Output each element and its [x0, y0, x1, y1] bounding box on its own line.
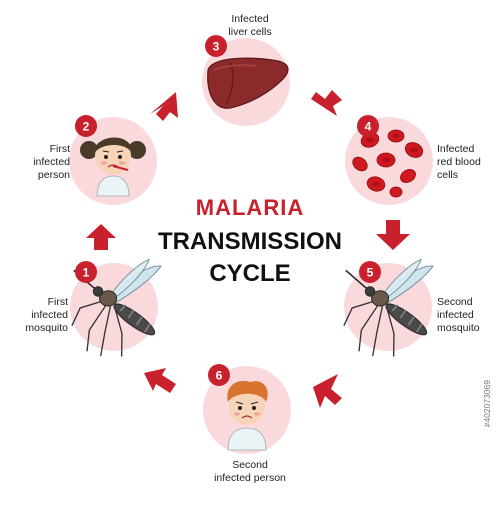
title-cycle: CYCLE	[209, 260, 291, 287]
stage-4-number: 4	[365, 120, 372, 134]
stage-4-badge: 4	[357, 115, 379, 137]
title-transmission: TRANSMISSION	[157, 228, 342, 255]
stage-6-number: 6	[216, 369, 223, 383]
stage-2-number: 2	[83, 120, 90, 134]
stage-2: 2	[69, 115, 157, 205]
arrow-3-to-4	[311, 90, 342, 116]
stage-1-label: First infected mosquito	[25, 296, 68, 334]
stage-4-label: Infected red blood cells	[437, 143, 481, 181]
stage-1: 1	[66, 257, 168, 361]
stage-3: 3	[202, 35, 290, 126]
arrow-2-to-3	[150, 92, 178, 121]
red-blood-cells-icon	[352, 129, 424, 198]
stage-3-label: Infected liver cells	[228, 13, 272, 38]
title-malaria: MALARIA	[195, 195, 305, 220]
arrow-6-to-1	[144, 368, 176, 393]
stage-4: 4	[345, 115, 433, 205]
arrow-5-to-6	[313, 374, 342, 408]
stock-id: #402073069	[482, 380, 492, 428]
stage-1-number: 1	[83, 266, 90, 280]
stage-6-label: Second infected person	[214, 459, 286, 484]
stage-3-badge: 3	[205, 35, 227, 57]
stage-1-badge: 1	[75, 261, 97, 283]
stage-2-label: First infected person	[33, 143, 70, 181]
stage-2-badge: 2	[75, 115, 97, 137]
liver-icon	[207, 57, 289, 109]
stage-3-number: 3	[213, 40, 220, 54]
stage-5-badge: 5	[359, 261, 381, 283]
arrow-4-to-5	[376, 220, 410, 250]
sick-boy-icon	[227, 380, 268, 451]
stage-5-label: Second infected mosquito	[437, 296, 480, 334]
stage-5-number: 5	[367, 266, 374, 280]
stage-5: 5	[338, 257, 440, 361]
stage-6-badge: 6	[208, 364, 230, 386]
sick-girl-icon	[80, 137, 146, 197]
arrow-1-to-2	[86, 224, 116, 250]
stage-6: 6	[203, 364, 291, 454]
